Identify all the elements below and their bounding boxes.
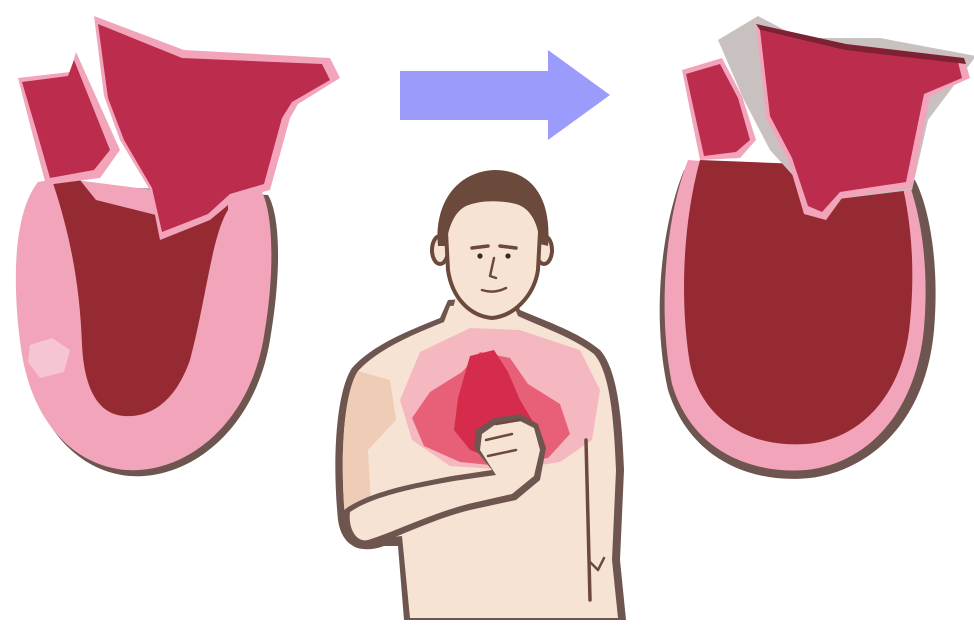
right-arrow-icon: [400, 50, 610, 140]
person-eye-left: [477, 253, 482, 258]
person-eye-right: [505, 253, 510, 258]
person-eyebrow-right: [500, 246, 516, 248]
normal-heart: [16, 16, 340, 476]
person-figure: [335, 170, 626, 620]
person-eyebrow-left: [472, 246, 488, 248]
enlarged-heart-chamber: [684, 160, 912, 444]
enlarged-heart: [660, 16, 974, 479]
